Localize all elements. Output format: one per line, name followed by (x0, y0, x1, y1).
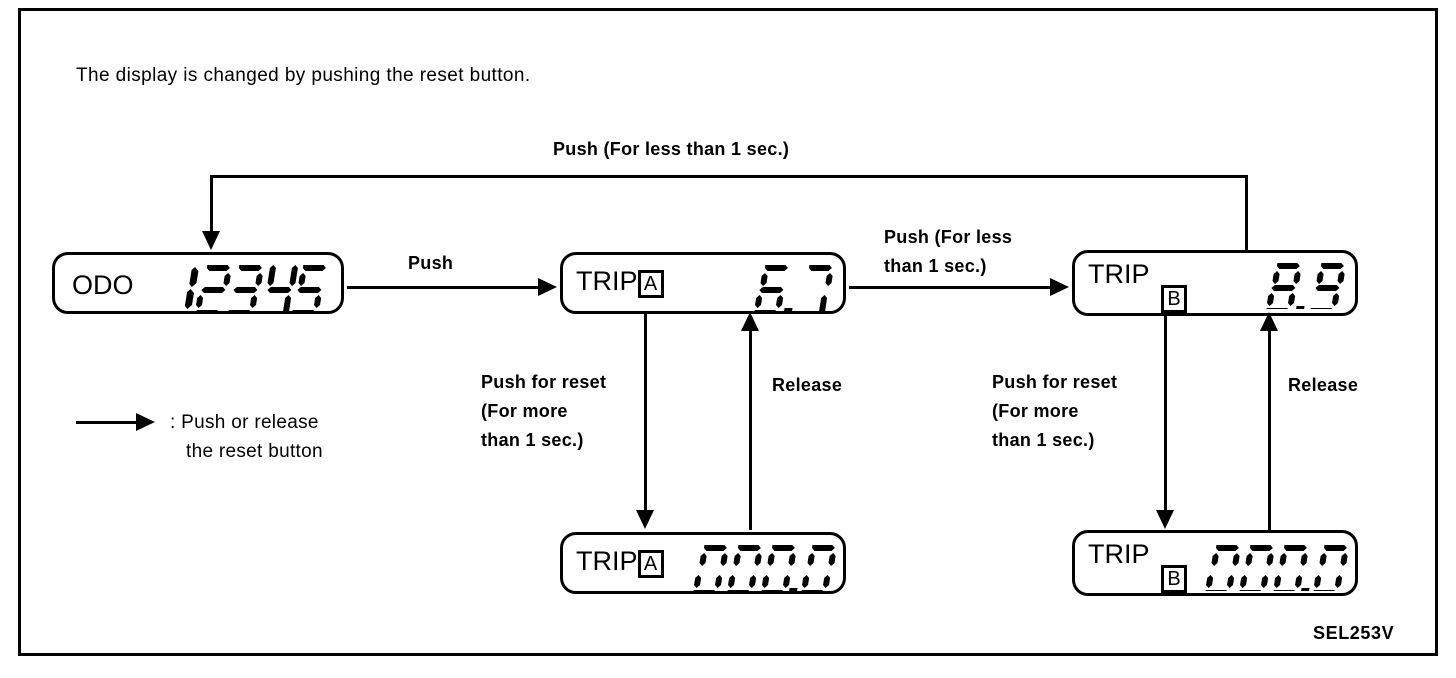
arrow-odo-to-tripa-line (347, 286, 539, 289)
label-release-a: Release (772, 375, 843, 395)
legend-arrow-line (76, 421, 138, 424)
figure-id: SEL253V (1313, 623, 1395, 643)
feedback-arrowhead-down (202, 231, 220, 250)
feedback-line-horizontal (210, 175, 1248, 178)
display-trip-b-reset-badge: B (1161, 565, 1187, 593)
display-trip-b-reset-label: TRIP (1088, 541, 1150, 568)
intro-text: The display is changed by pushing the re… (76, 65, 531, 86)
label-reset-a-line1: Push for reset (481, 372, 607, 392)
arrow-tripa-to-tripb-line (849, 286, 1051, 289)
display-trip-a-text: TRIP (576, 266, 638, 296)
display-trip-b-label: TRIP (1088, 261, 1150, 288)
label-tripa-to-tripb-line1: Push (For less (884, 227, 1013, 247)
legend-line2: the reset button (186, 441, 323, 462)
display-trip-b-reset-digits (1202, 541, 1355, 596)
display-odo: ODO (52, 252, 344, 316)
label-reset-a-line2: (For more (481, 401, 568, 421)
arrow-reset-to-tripb-head (1260, 312, 1278, 331)
arrow-reset-to-tripa-head (741, 312, 759, 331)
display-trip-b-badge-wrap: B (1161, 283, 1187, 313)
legend-line1: : Push or release (170, 412, 319, 433)
feedback-line-left-descent (210, 175, 213, 233)
arrow-tripa-to-reset-line (644, 314, 647, 512)
display-trip-a-reset-badge: A (637, 550, 664, 578)
legend-arrow-head (136, 413, 155, 431)
arrow-odo-to-tripa-head (538, 278, 557, 296)
display-odo-label: ODO (72, 270, 134, 300)
arrow-reset-to-tripb-line (1268, 330, 1271, 530)
label-reset-b-line2: (For more (992, 401, 1079, 421)
figure-border (18, 8, 1438, 656)
label-tripa-to-tripb-line2: than 1 sec.) (884, 256, 987, 276)
display-trip-b-reset: TRIP B (1072, 530, 1358, 596)
display-trip-b-digits (1260, 259, 1352, 314)
display-odo-digits (160, 261, 332, 316)
display-trip-b-reset-badge-wrap: B (1161, 563, 1187, 593)
display-trip-b-text: TRIP (1088, 259, 1150, 289)
arrow-reset-to-tripa-line (749, 330, 752, 530)
display-trip-a-badge: A (637, 270, 664, 298)
label-reset-b-line1: Push for reset (992, 372, 1118, 392)
label-reset-b-line3: than 1 sec.) (992, 430, 1095, 450)
display-trip-b: TRIP B (1072, 250, 1358, 316)
display-trip-b-reset-text: TRIP (1088, 539, 1150, 569)
arrow-tripb-to-reset-line (1164, 316, 1167, 512)
label-release-b: Release (1288, 375, 1359, 395)
label-reset-a-line3: than 1 sec.) (481, 430, 584, 450)
label-feedback-top: Push (For less than 1 sec.) (553, 139, 790, 159)
display-trip-a-reset-digits (690, 541, 843, 596)
label-odo-to-tripa: Push (408, 253, 454, 273)
arrow-tripb-to-reset-head (1156, 510, 1174, 529)
display-trip-b-badge: B (1161, 285, 1187, 313)
feedback-line-right-riser (1245, 175, 1248, 250)
arrow-tripa-to-reset-head (636, 510, 654, 529)
arrow-tripa-to-tripb-head (1050, 278, 1069, 296)
display-trip-a-reset-text: TRIP (576, 546, 638, 576)
display-trip-a-digits (748, 261, 840, 316)
